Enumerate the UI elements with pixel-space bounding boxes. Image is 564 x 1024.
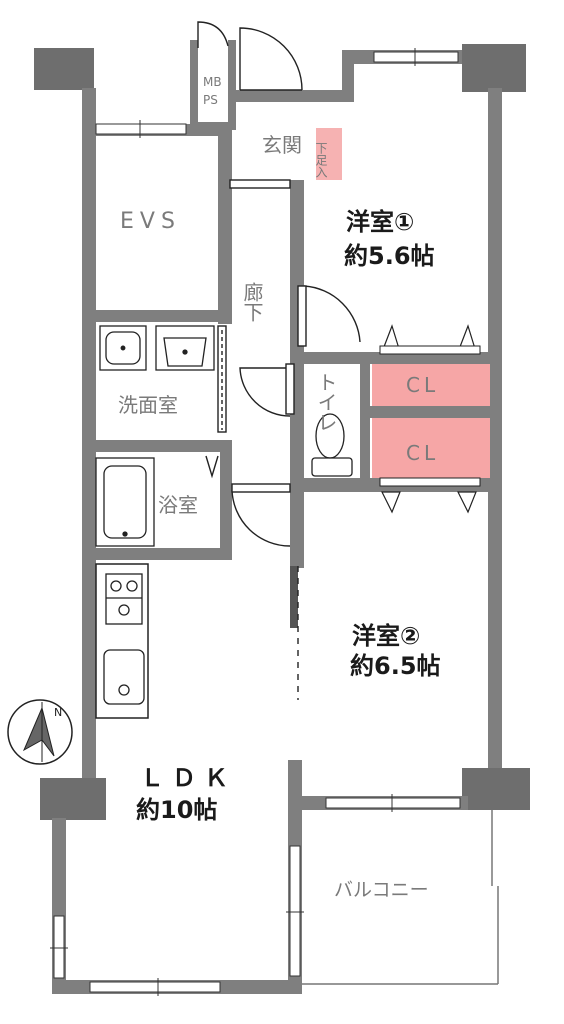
room2-name: 洋室② bbox=[352, 622, 420, 650]
doors bbox=[197, 21, 361, 700]
ldk-name: ＬＤＫ bbox=[140, 764, 236, 792]
shoe-closet bbox=[316, 128, 342, 180]
wall-below-evs bbox=[82, 310, 232, 322]
wall-mbps-right bbox=[228, 40, 236, 130]
windows bbox=[50, 48, 461, 996]
ldk-size: 約10帖 bbox=[136, 796, 217, 824]
wall-senmen-bottom bbox=[88, 440, 232, 452]
corridor-label: 廊下 bbox=[240, 282, 264, 322]
wall-right bbox=[488, 88, 502, 778]
wall-mbps-bottom bbox=[190, 122, 236, 130]
bathtub bbox=[95, 457, 155, 547]
column-top-left bbox=[34, 48, 94, 90]
wall-corridor-left bbox=[220, 440, 232, 552]
labels: MB PS 玄関 下足入 EVS 洋室① 約5.6帖 廊下 トイレ CL CL … bbox=[118, 75, 441, 901]
stove bbox=[105, 573, 143, 625]
compass: N bbox=[7, 699, 73, 765]
window-room2-balcony bbox=[325, 797, 461, 809]
evs-label: EVS bbox=[120, 209, 181, 234]
wall-cl-mid bbox=[368, 406, 490, 418]
wall-evs-right bbox=[218, 124, 232, 324]
wall-genkan-top bbox=[236, 90, 354, 102]
room1-name: 洋室① bbox=[346, 208, 414, 236]
window-room1-top bbox=[373, 51, 459, 63]
window-ldk-balcony bbox=[289, 845, 301, 977]
closet-upper bbox=[372, 364, 490, 406]
mbps-label-2: PS bbox=[203, 93, 218, 107]
room2-size: 約6.5帖 bbox=[350, 652, 441, 680]
genkan-label: 玄関 bbox=[262, 133, 302, 157]
room1-size: 約5.6帖 bbox=[344, 242, 435, 270]
closet-lower-label: CL bbox=[406, 441, 439, 465]
window-ldk-bottom bbox=[89, 981, 221, 993]
wall-bath-bottom bbox=[88, 548, 232, 560]
closet-lower bbox=[372, 418, 490, 478]
toilet-label: トイレ bbox=[314, 372, 338, 432]
balcony-outline bbox=[302, 810, 499, 985]
closets bbox=[316, 128, 490, 514]
closet-upper-label: CL bbox=[406, 373, 439, 397]
wall-mbps-left bbox=[190, 40, 198, 130]
compass-north-label: N bbox=[54, 706, 62, 719]
window-ldk-left bbox=[53, 915, 65, 979]
washroom-label: 洗面室 bbox=[118, 393, 178, 417]
mbps-label-1: MB bbox=[203, 75, 222, 89]
kitchen-sink bbox=[103, 649, 145, 705]
column-top-right bbox=[462, 44, 526, 92]
bathroom-label: 浴室 bbox=[158, 493, 198, 517]
window-evs bbox=[95, 123, 187, 135]
wall-toilet-top bbox=[290, 352, 490, 364]
fixtures bbox=[95, 325, 353, 719]
kitchen-counter bbox=[95, 563, 149, 719]
shoe-closet-label: 下足入 bbox=[314, 142, 328, 178]
wall-toilet-right bbox=[360, 352, 370, 484]
column-mid-left bbox=[40, 778, 106, 820]
wall-room2-left-upper bbox=[290, 478, 304, 568]
washing-machine bbox=[99, 325, 147, 371]
balcony-label: バルコニー bbox=[334, 879, 429, 901]
column-mid-right bbox=[462, 768, 530, 810]
toilet-bowl bbox=[311, 413, 353, 477]
wall-room1-top-left bbox=[342, 50, 354, 102]
wall-left-upper bbox=[82, 88, 96, 783]
wash-basin bbox=[155, 325, 215, 371]
